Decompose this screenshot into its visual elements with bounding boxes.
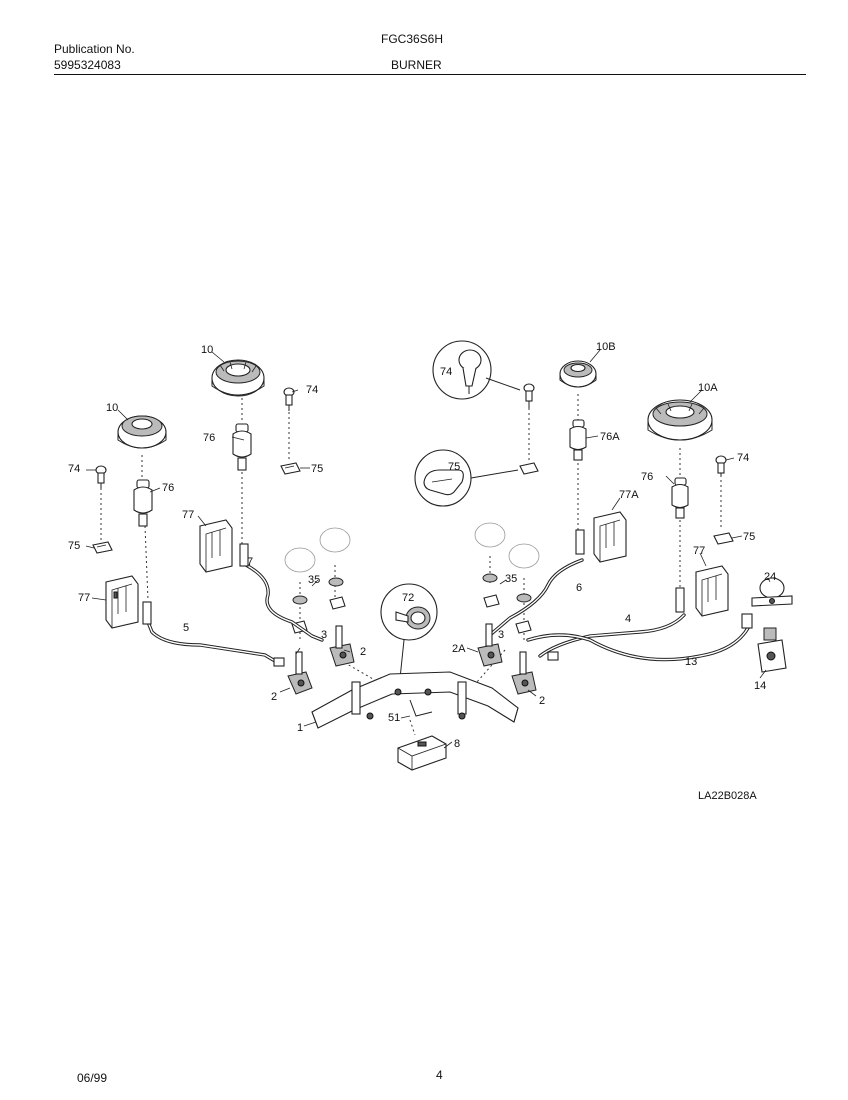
burner-10b[interactable] — [559, 360, 597, 388]
callout-orifice-74-a: 74 — [306, 384, 318, 396]
valve-2-right[interactable] — [511, 651, 537, 695]
orifice-74-d[interactable] — [715, 455, 727, 476]
callout-orifice-74-b: 74 — [68, 463, 80, 475]
orifice-74-a[interactable] — [283, 387, 295, 411]
callout-knob-72: 72 — [402, 592, 414, 604]
detail-circle-orifice — [432, 340, 521, 400]
bracket-3-right[interactable] — [483, 594, 532, 634]
callout-holder-76-a: 76 — [203, 432, 215, 444]
footer-date: 06/99 — [77, 1071, 108, 1085]
drawing-code: LA22B028A — [698, 790, 757, 802]
model-number: FGC36S6H — [381, 32, 444, 46]
callout-valve-2-a: 2 — [360, 646, 366, 658]
callout-labels: 10 10 10A 10B 74 74 74 74 75 75 75 75 76… — [68, 341, 776, 750]
tube-13[interactable] — [526, 613, 753, 662]
bracket-77-left[interactable] — [105, 575, 139, 629]
callout-screw-35-b: 35 — [505, 573, 517, 585]
detail-circle-knob — [380, 583, 438, 689]
publication-label: Publication No. — [54, 42, 135, 56]
burner-caps-ghost — [284, 522, 540, 573]
callout-bracket-77-b: 77 — [78, 592, 90, 604]
valve-2a[interactable] — [477, 623, 503, 667]
callout-clip-75-c: 75 — [743, 531, 755, 543]
callout-wrench-51: 51 — [388, 712, 400, 724]
orifice-holder-76-right[interactable] — [671, 477, 689, 519]
orifice-74-b[interactable] — [95, 465, 107, 488]
manifold-1[interactable] — [311, 671, 519, 729]
header-rule — [54, 74, 806, 75]
callout-valve-2a: 2A — [452, 643, 466, 655]
callout-holder-76-b: 76 — [162, 482, 174, 494]
callout-holder-76a: 76A — [600, 431, 620, 443]
burner-10a[interactable] — [647, 399, 713, 441]
callout-manifold-1: 1 — [297, 722, 303, 734]
clip-75-a[interactable] — [280, 462, 301, 475]
callout-orifice-74-detail: 74 — [440, 366, 452, 378]
callout-orifice-74-c: 74 — [737, 452, 749, 464]
orifice-holder-76-left[interactable] — [133, 479, 153, 527]
callout-screw-35-a: 35 — [308, 574, 320, 586]
callout-module-8: 8 — [454, 738, 460, 750]
callout-tube-7: 7 — [247, 556, 253, 568]
callout-bracket-3-a: 3 — [321, 629, 327, 641]
callout-clip-75-detail: 75 — [448, 461, 460, 473]
detail-circle-clip — [414, 449, 519, 507]
callout-clip-75-b: 75 — [68, 540, 80, 552]
clip-75-b[interactable] — [92, 541, 113, 554]
callout-tube-13: 13 — [685, 656, 697, 668]
valve-2-left[interactable] — [287, 651, 313, 695]
orifice-74-c[interactable] — [523, 383, 535, 408]
callout-burner-10-left: 10 — [106, 402, 118, 414]
callout-burner-10a: 10A — [698, 382, 718, 394]
callout-bracket-3-b: 3 — [498, 629, 504, 641]
orifice-holder-76a[interactable] — [569, 419, 587, 461]
bracket-77a[interactable] — [593, 511, 627, 563]
orifice-holder-76-top[interactable] — [232, 423, 252, 471]
callout-burner-10-top: 10 — [201, 344, 213, 356]
regulator-14[interactable] — [757, 627, 787, 673]
screw-35-right[interactable] — [482, 573, 532, 603]
callout-regulator-14: 14 — [754, 680, 766, 692]
tube-7[interactable] — [239, 543, 324, 642]
callout-bracket-77a: 77A — [619, 489, 639, 501]
callout-tube-5: 5 — [183, 622, 189, 634]
screw-35-left[interactable] — [292, 577, 344, 605]
spark-module-8[interactable] — [397, 735, 447, 771]
page-number: 4 — [436, 1068, 443, 1082]
fitting-24[interactable] — [751, 577, 793, 607]
tube-6[interactable] — [488, 529, 585, 637]
callout-clip-75-a: 75 — [311, 463, 323, 475]
bracket-77-right[interactable] — [695, 565, 729, 617]
leader-lines — [85, 349, 771, 749]
bracket-77-mid[interactable] — [199, 519, 233, 573]
callout-fitting-24: 24 — [764, 571, 776, 583]
callout-tube-4: 4 — [625, 613, 631, 625]
clip-75-c[interactable] — [519, 462, 539, 475]
burner-10-left[interactable] — [117, 415, 167, 449]
publication-number: 5995324083 — [54, 58, 121, 72]
callout-tube-6: 6 — [576, 582, 582, 594]
wrench-51[interactable] — [409, 699, 433, 717]
tube-4[interactable] — [538, 587, 686, 661]
burner-10-top[interactable] — [211, 359, 265, 397]
valve-2-center[interactable] — [329, 625, 355, 667]
callout-holder-76-c: 76 — [641, 471, 653, 483]
callout-bracket-77-a: 77 — [182, 509, 194, 521]
callout-burner-10b: 10B — [596, 341, 616, 353]
callout-bracket-77-c: 77 — [693, 545, 705, 557]
section-title: BURNER — [391, 58, 442, 72]
clip-75-d[interactable] — [713, 532, 734, 545]
callout-valve-2-c: 2 — [539, 695, 545, 707]
tube-5[interactable] — [142, 601, 285, 667]
callout-valve-2-b: 2 — [271, 691, 277, 703]
